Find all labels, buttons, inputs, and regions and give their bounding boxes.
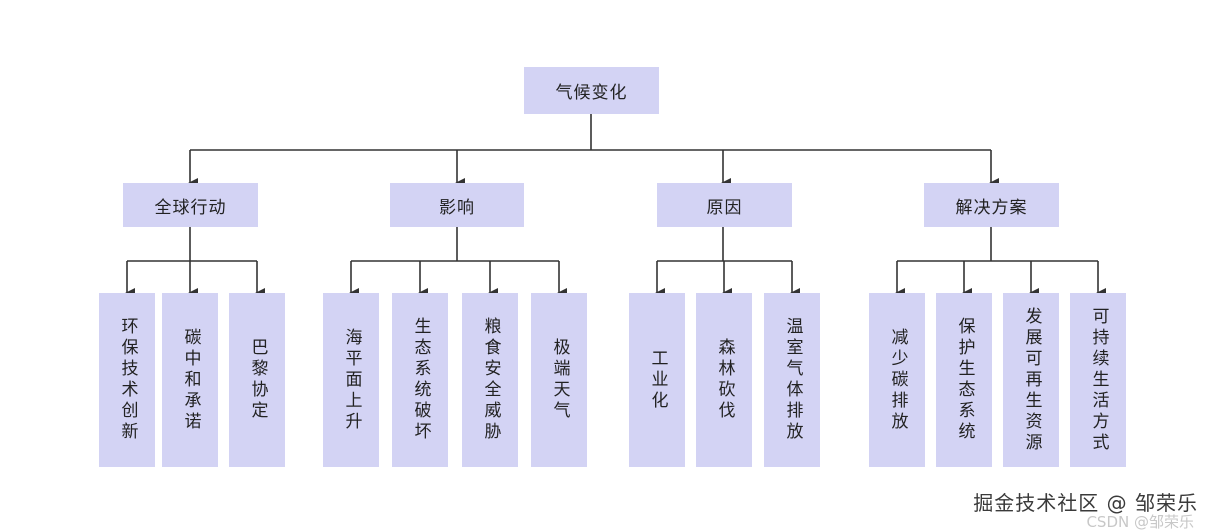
leaf-label: 减少碳排放 bbox=[887, 327, 908, 433]
root-node: 气候变化 bbox=[524, 67, 659, 114]
connector-lines bbox=[125, 114, 1106, 298]
leaf-label: 森林砍伐 bbox=[714, 338, 735, 422]
category-node: 全球行动 bbox=[123, 183, 258, 227]
category-label: 影响 bbox=[439, 197, 475, 218]
watermark-secondary: CSDN @邹荣乐 bbox=[1086, 513, 1194, 531]
leaf-label: 可持续生活方式 bbox=[1088, 306, 1109, 454]
leaf-node: 温室气体排放 bbox=[764, 293, 820, 467]
leaf-label: 环保技术创新 bbox=[117, 317, 138, 443]
leaf-node: 环保技术创新 bbox=[99, 293, 155, 467]
leaf-node: 极端天气 bbox=[531, 293, 587, 467]
category-label: 解决方案 bbox=[955, 197, 1028, 218]
leaf-node: 可持续生活方式 bbox=[1070, 293, 1126, 467]
leaf-label: 海平面上升 bbox=[341, 327, 362, 433]
leaf-node: 工业化 bbox=[629, 293, 685, 467]
leaf-label: 保护生态系统 bbox=[954, 317, 975, 443]
leaf-node: 生态系统破坏 bbox=[392, 293, 448, 467]
leaf-node: 碳中和承诺 bbox=[162, 293, 218, 467]
leaf-label: 发展可再生资源 bbox=[1021, 306, 1042, 454]
leaf-label: 极端天气 bbox=[549, 338, 570, 422]
leaf-node: 发展可再生资源 bbox=[1003, 293, 1059, 467]
leaf-label: 温室气体排放 bbox=[782, 317, 803, 443]
leaf-node: 巴黎协定 bbox=[229, 293, 285, 467]
leaf-node: 粮食安全威胁 bbox=[462, 293, 518, 467]
category-label: 全球行动 bbox=[154, 197, 227, 218]
leaf-label: 碳中和承诺 bbox=[180, 327, 201, 433]
leaf-node: 森林砍伐 bbox=[696, 293, 752, 467]
category-label: 原因 bbox=[706, 197, 743, 218]
root-label: 气候变化 bbox=[555, 83, 628, 103]
category-node: 解决方案 bbox=[924, 183, 1059, 227]
leaf-label: 生态系统破坏 bbox=[410, 317, 431, 443]
leaf-label: 工业化 bbox=[647, 348, 668, 412]
leaf-node: 减少碳排放 bbox=[869, 293, 925, 467]
leaf-label: 粮食安全威胁 bbox=[480, 317, 501, 443]
category-node: 影响 bbox=[390, 183, 524, 227]
leaf-node: 保护生态系统 bbox=[936, 293, 992, 467]
watermark: 掘金技术社区 @ 邹荣乐 bbox=[973, 491, 1198, 515]
category-node: 原因 bbox=[657, 183, 792, 227]
leaf-node: 海平面上升 bbox=[323, 293, 379, 467]
leaf-label: 巴黎协定 bbox=[247, 338, 268, 422]
